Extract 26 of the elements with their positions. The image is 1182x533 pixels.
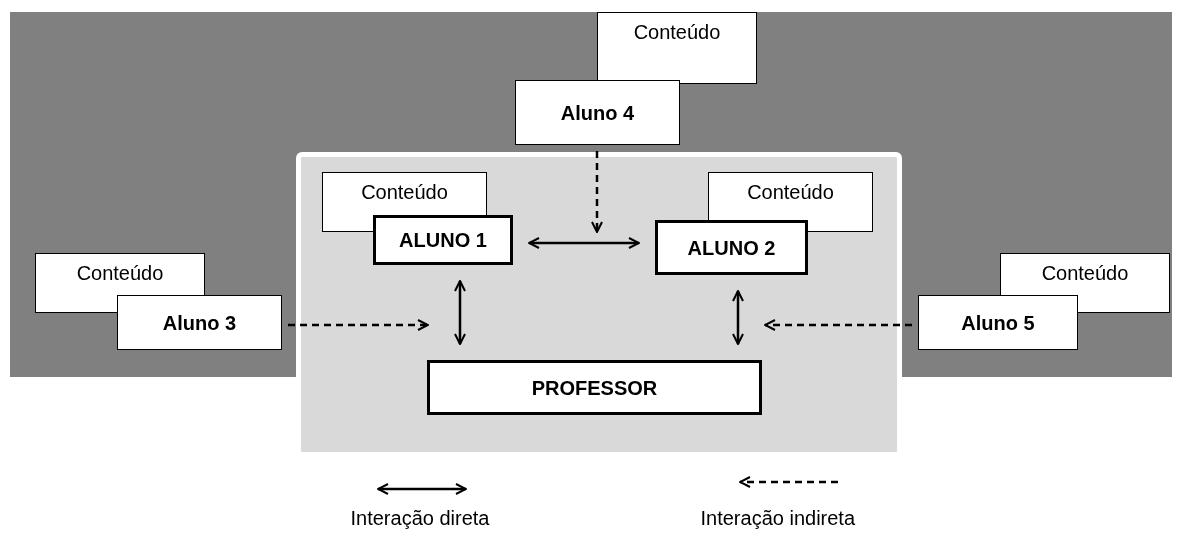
student-box — [918, 295, 1078, 350]
node-label: Aluno 3 — [161, 311, 238, 334]
node-label: ALUNO 1 — [398, 228, 488, 252]
legend-label: Interação direta — [350, 507, 490, 530]
dashed-arrow — [764, 319, 912, 331]
node-label: Conteúdo — [746, 181, 835, 204]
dashed-arrow — [591, 151, 603, 233]
double-arrow — [454, 280, 466, 345]
dashed-arrow — [288, 319, 429, 331]
teacher-box — [427, 360, 762, 415]
double-arrow — [732, 290, 744, 345]
node-label: Conteúdo — [75, 262, 165, 285]
student-box — [515, 80, 680, 145]
node-label: PROFESSOR — [530, 376, 659, 399]
double-arrow — [528, 237, 640, 249]
node-label: Conteúdo — [360, 181, 449, 204]
legend-label: Interação indireta — [700, 507, 856, 530]
node-label: Conteúdo — [1040, 262, 1130, 285]
content-box — [597, 12, 757, 84]
student-box — [117, 295, 282, 350]
node-label: ALUNO 2 — [686, 236, 777, 259]
node-label: Aluno 4 — [559, 101, 636, 124]
student-box — [373, 215, 513, 265]
node-label: Conteúdo — [632, 21, 722, 44]
student-box — [655, 220, 808, 275]
node-label: Aluno 5 — [960, 311, 1036, 334]
